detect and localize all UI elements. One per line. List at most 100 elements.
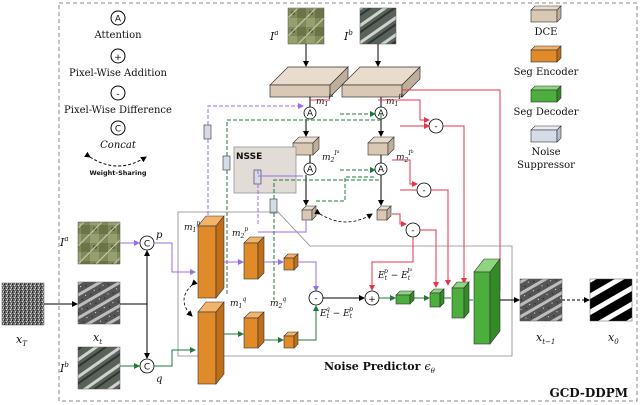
attention-node-b2: A <box>374 162 388 176</box>
label-xt-minus-1: xt−1 <box>536 331 555 346</box>
seg-decoder-1 <box>395 290 415 305</box>
seg-encoder-legend-icon <box>530 45 562 63</box>
label-m1q: m1q <box>230 296 246 310</box>
addition-node-predictor: + <box>364 290 380 306</box>
weight-sharing-arc-dce <box>314 208 373 223</box>
noise-suppressor-4 <box>269 198 278 214</box>
seg-encoder-q1 <box>197 301 225 385</box>
image-ia-top <box>287 7 325 45</box>
seg-encoder-legend-label: Seg Encoder <box>514 67 579 78</box>
dce-block-a2 <box>292 136 320 156</box>
seg-encoder-q2 <box>243 311 265 349</box>
label-m1p: m1p <box>184 220 200 234</box>
equation-bottom: Etq − Etp <box>319 306 353 320</box>
difference-node-2: - <box>416 182 432 198</box>
svg-text:C: C <box>115 125 121 135</box>
equation-top: Etp − EtIa <box>377 268 412 282</box>
concat-symbol-icon <box>110 120 126 136</box>
label-m2-ia: m2Ia <box>322 150 340 164</box>
weight-sharing-arc-encoder <box>183 279 198 317</box>
dce-slab-b <box>341 66 421 98</box>
dce-cube-b3 <box>376 205 392 221</box>
image-xt <box>77 281 121 325</box>
concat-node-p: C <box>139 235 155 251</box>
difference-node-3: - <box>405 222 421 238</box>
gcd-ddpm-title: GCD-DDPM <box>549 386 628 400</box>
seg-decoder-legend-label: Seg Decoder <box>513 107 578 118</box>
dce-cube-a3 <box>301 205 317 221</box>
noise-suppressor-legend-label-1: Noise <box>531 147 560 158</box>
label-xT: xT <box>16 333 28 348</box>
svg-text:-: - <box>314 294 317 304</box>
label-x0: x0 <box>608 331 619 346</box>
label-m1-ib: m1Ib <box>386 93 404 108</box>
label-m2-ib: m2Ib <box>396 149 414 164</box>
seg-decoder-legend-icon <box>530 85 562 103</box>
noise-suppressor-legend-icon <box>530 125 562 143</box>
weight-sharing-label: Weight-Sharing <box>89 169 146 177</box>
label-p: p <box>156 230 163 241</box>
svg-text:-: - <box>411 226 414 236</box>
dce-legend-label: DCE <box>535 27 558 38</box>
attention-node-a2: A <box>303 162 317 176</box>
difference-label: Pixel-Wise Difference <box>64 105 172 116</box>
attention-symbol-icon <box>110 10 126 26</box>
difference-symbol-icon <box>110 85 126 101</box>
dce-slab-a <box>269 66 349 98</box>
svg-text:A: A <box>115 15 122 25</box>
label-xt: xt <box>93 331 102 346</box>
image-ia-left <box>77 221 121 265</box>
svg-text:-: - <box>422 186 425 196</box>
weight-sharing-icon <box>84 151 147 167</box>
svg-text:A: A <box>307 109 314 119</box>
attention-label: Attention <box>93 30 142 41</box>
label-ib-left: Ib <box>59 361 69 375</box>
noise-suppressor-legend-label-2: Suppressor <box>517 160 575 171</box>
svg-text:+: + <box>368 295 376 305</box>
seg-decoder-4 <box>473 258 501 345</box>
svg-text:+: + <box>114 53 122 63</box>
svg-text:A: A <box>378 165 385 175</box>
addition-label: Pixel-Wise Addition <box>69 68 168 79</box>
image-xT <box>1 282 45 326</box>
image-x0 <box>589 278 633 322</box>
image-xt-minus-1 <box>519 278 563 322</box>
operation-legend: A Attention + Pixel-Wise Addition - Pixe… <box>64 10 172 177</box>
module-legend: DCE Seg Encoder Seg Decoder Noise Suppre… <box>513 5 579 171</box>
addition-symbol-icon <box>110 48 126 64</box>
label-ia-top: Ia <box>269 29 279 43</box>
concat-label: Concat <box>100 140 137 151</box>
label-ib-top: Ib <box>343 29 353 43</box>
svg-text:A: A <box>307 165 314 175</box>
svg-text:C: C <box>144 363 150 373</box>
seg-encoder-q3 <box>283 331 299 349</box>
seg-encoder-p3 <box>283 253 299 271</box>
svg-text:C: C <box>144 240 150 250</box>
label-m2p: m2p <box>232 226 248 240</box>
dce-legend-icon <box>530 5 562 23</box>
concat-node-q: C <box>139 358 155 374</box>
dce-block-b2 <box>367 136 395 156</box>
noise-suppressor-1 <box>203 124 212 140</box>
svg-text:-: - <box>434 122 437 132</box>
label-q: q <box>156 374 162 385</box>
gcd-ddpm-frame <box>58 2 638 402</box>
nsse-box <box>233 146 297 194</box>
noise-suppressor-2 <box>222 155 231 171</box>
difference-node-1: - <box>428 118 444 134</box>
label-m1-ia: m1Ia <box>316 94 334 108</box>
attention-node-a1: A <box>303 106 317 120</box>
difference-node-predictor: - <box>308 290 324 306</box>
label-ia-left: Ia <box>59 235 69 249</box>
svg-text:-: - <box>116 90 119 100</box>
seg-encoder-p1 <box>197 215 225 299</box>
seg-decoder-2 <box>429 288 445 308</box>
image-ib-top <box>359 7 397 45</box>
noise-predictor-frame <box>177 211 513 357</box>
seg-encoder-p2 <box>243 236 265 280</box>
label-m2q: m2q <box>270 296 286 310</box>
seg-decoder-3 <box>451 281 470 319</box>
nsse-label: NSSE <box>236 152 262 162</box>
